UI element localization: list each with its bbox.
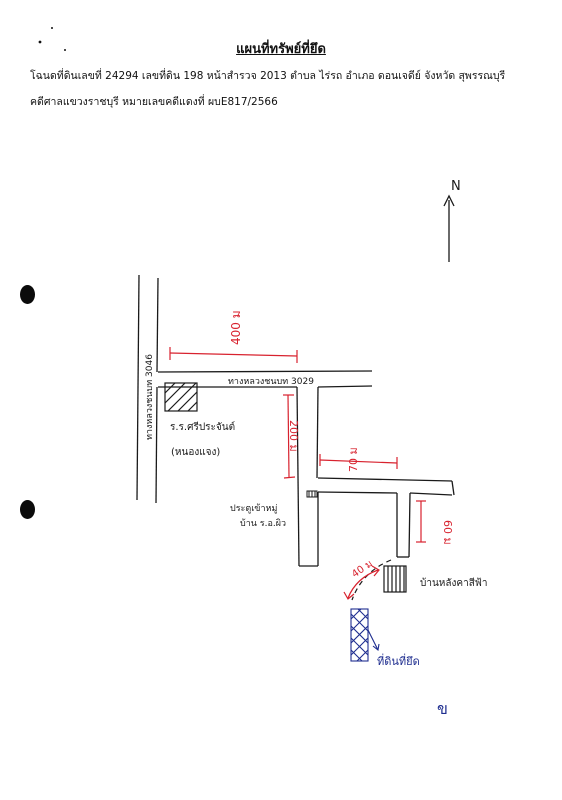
side-road-east bbox=[317, 477, 455, 496]
punch-hole-top bbox=[20, 285, 35, 304]
dimension-lane-label: 60 ม bbox=[441, 520, 454, 545]
north-label: N bbox=[451, 179, 461, 194]
dimension-lane bbox=[416, 500, 426, 543]
dimension-top bbox=[169, 347, 298, 363]
school-label-sub: (หนองแจง) bbox=[171, 447, 220, 458]
school-building bbox=[164, 382, 198, 412]
dimension-curve bbox=[343, 565, 380, 600]
road-3046-label: ทางหลวงชนบท 3046 bbox=[145, 354, 155, 440]
property-pointer bbox=[367, 629, 380, 652]
gate-label: ประตูเข้าหมู่ bbox=[230, 503, 277, 514]
seized-property bbox=[350, 608, 369, 662]
north-arrow bbox=[443, 194, 455, 262]
dimension-branch bbox=[319, 454, 398, 469]
punch-hole-bottom bbox=[20, 500, 35, 519]
school-label: ร.ร.ศรีประจันต์ bbox=[170, 421, 235, 433]
deed-info-line: โฉนดที่ดินเลขที่ 24294 เลขที่ดิน 198 หน้… bbox=[30, 70, 506, 82]
dimension-mid-label: 200 ม bbox=[287, 420, 300, 452]
court-case-line: คดีศาลแขวงราชบุรี หมายเลขคดีแดงที่ ผบE81… bbox=[30, 96, 278, 108]
property-label: ที่ดินที่ยึด bbox=[377, 653, 420, 668]
dimension-mid-vertical bbox=[283, 394, 296, 479]
dimension-curve-label: 40 ม bbox=[350, 558, 375, 580]
document-title: แผนที่ทรัพย์ที่ยึด bbox=[236, 42, 326, 57]
house-label: บ้านหลังคาสีฟ้า bbox=[420, 577, 488, 589]
branch-road bbox=[296, 386, 319, 567]
dimension-branch-label: 70 ม bbox=[347, 447, 360, 472]
road-3029-label: ทางหลวงชนบท 3029 bbox=[228, 377, 314, 387]
lane-to-house bbox=[396, 492, 411, 558]
road-3046 bbox=[136, 274, 159, 504]
paper-specks bbox=[38, 27, 66, 51]
gate-marker bbox=[306, 490, 318, 498]
dimension-top-label: 400 ม bbox=[229, 310, 243, 345]
house-blue-roof bbox=[383, 565, 407, 593]
gate-label-sub: บ้าน ร.อ.ผิว bbox=[240, 518, 286, 529]
page-mark: ข bbox=[437, 699, 448, 718]
